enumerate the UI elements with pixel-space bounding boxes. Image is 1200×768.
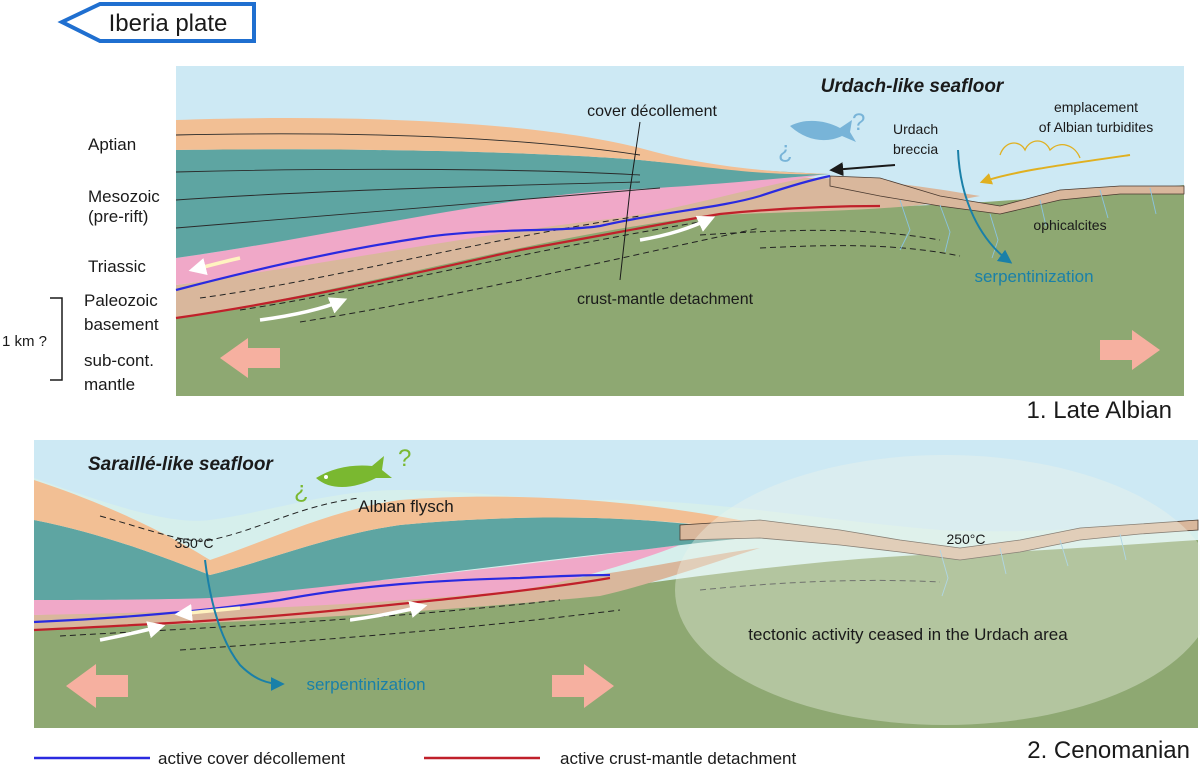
panel1-question-close: ? xyxy=(852,109,865,136)
iberia-plate-arrow: Iberia plate xyxy=(57,1,256,43)
panel1-serp-veins xyxy=(899,187,1157,259)
panel1-aptian xyxy=(176,118,830,175)
turbidites-label-1: emplacement xyxy=(1054,99,1138,115)
panel1-motion-arrow xyxy=(829,162,896,177)
temp-350-label: 350°C xyxy=(174,535,213,551)
turbidites-label-2: of Albian turbidites xyxy=(1039,119,1153,135)
panel2-slip-arrow-2 xyxy=(349,600,428,622)
panel2-fabric xyxy=(59,497,941,651)
panel2-question-close: ? xyxy=(398,445,411,472)
panel2-red-detachment xyxy=(33,576,611,632)
strat-mesozoic: Mesozoic xyxy=(88,187,160,206)
panel2-serp-veins xyxy=(939,533,1127,597)
panel1-bedding xyxy=(175,133,661,229)
panel1-mantle xyxy=(176,185,1184,396)
panel1-title: 1. Late Albian xyxy=(1027,397,1172,424)
panel1-serp-arrow xyxy=(957,149,1013,264)
strat-sub-cont: sub-cont. xyxy=(84,351,154,370)
panel2-aptian xyxy=(34,480,780,575)
panel2-blue-decollement xyxy=(33,573,611,624)
crust-mantle-label: crust-mantle detachment xyxy=(577,291,754,308)
panel2-fish-eye xyxy=(324,475,328,479)
strat-pre-rift: (pre-rift) xyxy=(88,207,148,226)
panel1-turbidite-arrow xyxy=(979,154,1131,185)
panel1-serpentinization-label: serpentinization xyxy=(974,267,1093,286)
flysch-label: Albian flysch xyxy=(358,497,453,516)
ophicalcites-label: ophicalcites xyxy=(1033,217,1106,233)
ceased-label: tectonic activity ceased in the Urdach a… xyxy=(748,625,1068,644)
panel2-question-open: ¿ xyxy=(294,477,309,504)
panel1-slip-arrow-3 xyxy=(188,256,241,276)
panel2-serp-arrow xyxy=(204,559,285,691)
panel1-turbidite-cloud xyxy=(999,140,1081,159)
panel2-fish-icon xyxy=(316,456,392,488)
legend-red-label: active crust-mantle detachment xyxy=(560,749,796,768)
panel1-extension-arrow-right xyxy=(1100,330,1160,370)
panel2-title: 2. Cenomanian xyxy=(1027,737,1190,764)
strat-basement: basement xyxy=(84,315,159,334)
panel-cenomanian: Saraillé-like seafloor Albian flysch 350… xyxy=(33,440,1200,764)
panel1-fish-icon xyxy=(790,120,856,142)
strat-aptian: Aptian xyxy=(88,135,136,154)
panel2-extension-arrow-left xyxy=(66,664,128,708)
strat-mantle: mantle xyxy=(84,375,135,394)
temp-250-label: 250°C xyxy=(946,531,985,547)
panel1-seafloor-label: Urdach-like seafloor xyxy=(821,76,1005,97)
panel1-slip-arrow-2 xyxy=(639,215,716,242)
panel1-triassic xyxy=(176,175,820,285)
panel2-breccia xyxy=(679,519,1199,561)
panel2-slip-arrow-3 xyxy=(174,604,241,622)
legend-blue-label: active cover décollement xyxy=(158,749,345,768)
iberia-plate-label: Iberia plate xyxy=(109,10,228,37)
legend: active cover décollement active crust-ma… xyxy=(34,749,796,768)
cover-decollement-label: cover décollement xyxy=(587,103,717,120)
panel1-red-detachment xyxy=(175,204,881,320)
strat-triassic: Triassic xyxy=(88,257,146,276)
breccia-label-1: Urdach xyxy=(893,121,938,137)
panel1-breccia xyxy=(829,175,1185,215)
panel1-extension-arrow-left xyxy=(220,338,280,378)
panel2-extension-arrow-right xyxy=(552,664,614,708)
panel1-fabric xyxy=(199,215,961,323)
panel2-mantle xyxy=(34,540,1198,728)
decollement-leader xyxy=(619,121,641,281)
panel2-seafloor-label: Saraillé-like seafloor xyxy=(88,454,274,475)
scale-label: 1 km ? xyxy=(2,333,47,350)
scale-bracket xyxy=(50,297,63,381)
strat-paleozoic: Paleozoic xyxy=(84,291,158,310)
panel2-slip-arrow-1 xyxy=(99,621,166,642)
panel-late-albian: Urdach-like seafloor Aptian Mesozoic (pr… xyxy=(2,66,1185,424)
ceased-area-ellipse xyxy=(675,455,1200,725)
panel1-blue-decollement xyxy=(175,174,831,292)
breccia-label-2: breccia xyxy=(893,141,938,157)
panel1-slip-arrow-1 xyxy=(259,297,348,322)
panel1-question-open: ¿ xyxy=(778,137,793,164)
panel2-mesozoic xyxy=(34,517,780,600)
panel2-serpentinization-label: serpentinization xyxy=(306,675,425,694)
panel1-mesozoic xyxy=(176,149,830,258)
